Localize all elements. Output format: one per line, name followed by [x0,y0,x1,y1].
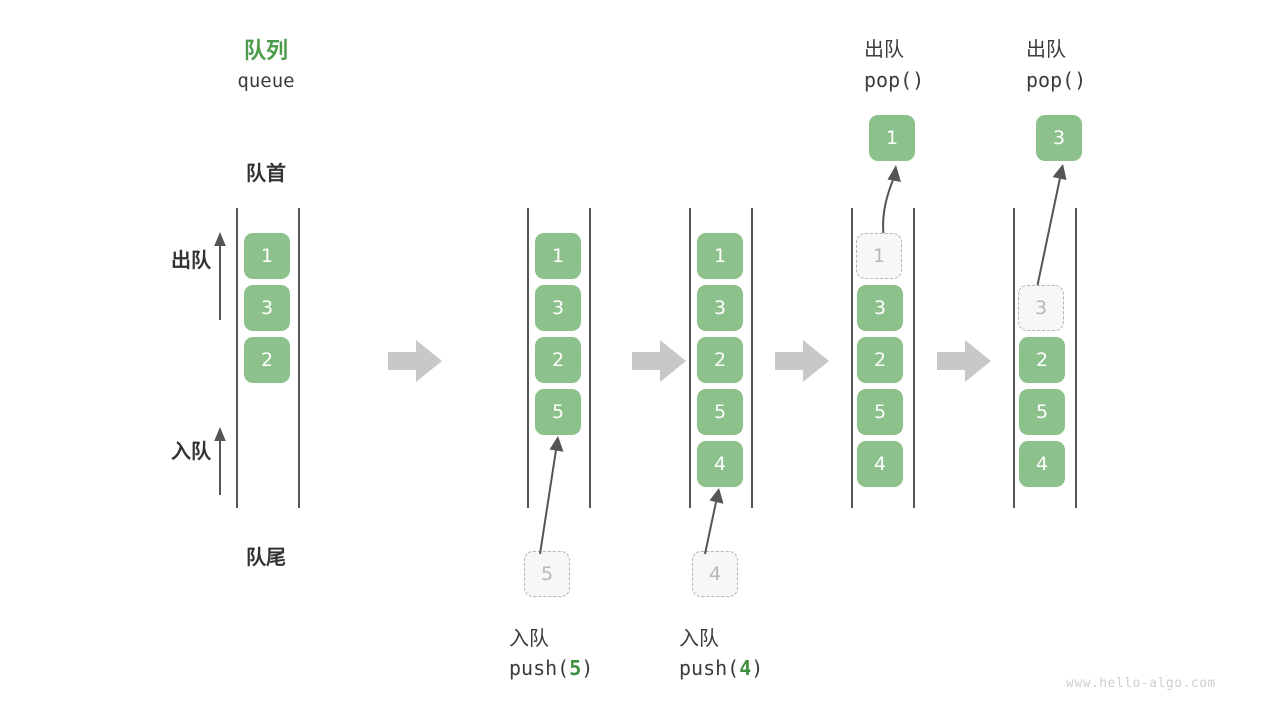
flow-arrow-icon [632,340,686,382]
pop-header-code: pop() [864,68,925,92]
dequeue-direction-arrow-icon [214,232,226,320]
queue-cell: 3 [244,285,290,331]
pop-header-cn: 出队 [1026,37,1066,61]
watermark: www.hello-algo.com [1066,676,1216,691]
flow-arrow-icon [388,340,442,382]
stage-caption-cn: 入队 [679,626,719,650]
queue-cell: 2 [1019,337,1065,383]
dequeue-direction-label: 出队 [171,248,211,272]
push-code-suffix: ) [751,656,764,680]
diagram-title-cn: 队列 [243,39,288,64]
queue-rail-right [589,208,591,508]
queue-cell-ghost: 1 [856,233,902,279]
stage-caption-code: push(4) [679,656,763,680]
queue-cell: 1 [535,233,581,279]
queue-rail-left [527,208,529,508]
diagram-title-en: queue [237,70,295,92]
queue-rail-right [751,208,753,508]
queue-cell: 1 [244,233,290,279]
enqueue-direction-arrow-icon [214,427,226,495]
queue-front-label: 队首 [246,161,286,185]
queue-rail-right [298,208,300,508]
push-code-prefix: push( [679,656,740,680]
queue-cell: 1 [697,233,743,279]
queue-cell-ghost: 3 [1018,285,1064,331]
queue-cell: 3 [697,285,743,331]
popped-cell: 1 [869,115,915,161]
queue-cell: 2 [535,337,581,383]
push-arrow-icon [704,488,724,555]
stage-caption-cn: 入队 [509,626,549,650]
queue-cell: 5 [1019,389,1065,435]
queue-rear-label: 队尾 [246,545,286,569]
queue-cell: 2 [857,337,903,383]
queue-cell: 3 [535,285,581,331]
enqueue-direction-label: 入队 [171,439,211,463]
push-code-prefix: push( [509,656,570,680]
push-code-suffix: ) [581,656,594,680]
queue-cell: 5 [697,389,743,435]
queue-rail-left [236,208,238,508]
push-code-arg: 5 [569,656,582,680]
popped-cell: 3 [1036,115,1082,161]
queue-rail-left [851,208,853,508]
pop-arrow-icon [1033,164,1067,303]
pop-header-code: pop() [1026,68,1087,92]
pop-header-cn: 出队 [864,37,904,61]
queue-cell: 5 [857,389,903,435]
incoming-ghost-cell: 5 [524,551,570,597]
incoming-ghost-cell: 4 [692,551,738,597]
flow-arrow-icon [937,340,991,382]
queue-rail-left [689,208,691,508]
push-arrow-icon [539,436,564,555]
queue-rail-right [1075,208,1077,508]
queue-cell: 4 [857,441,903,487]
queue-cell-new: 5 [535,389,581,435]
queue-rail-right [913,208,915,508]
queue-cell: 2 [244,337,290,383]
stage-caption-code: push(5) [509,656,593,680]
queue-cell: 4 [1019,441,1065,487]
push-code-arg: 4 [739,656,752,680]
queue-rail-left [1013,208,1015,508]
queue-cell: 3 [857,285,903,331]
flow-arrow-icon [775,340,829,382]
queue-cell: 2 [697,337,743,383]
queue-cell-new: 4 [697,441,743,487]
